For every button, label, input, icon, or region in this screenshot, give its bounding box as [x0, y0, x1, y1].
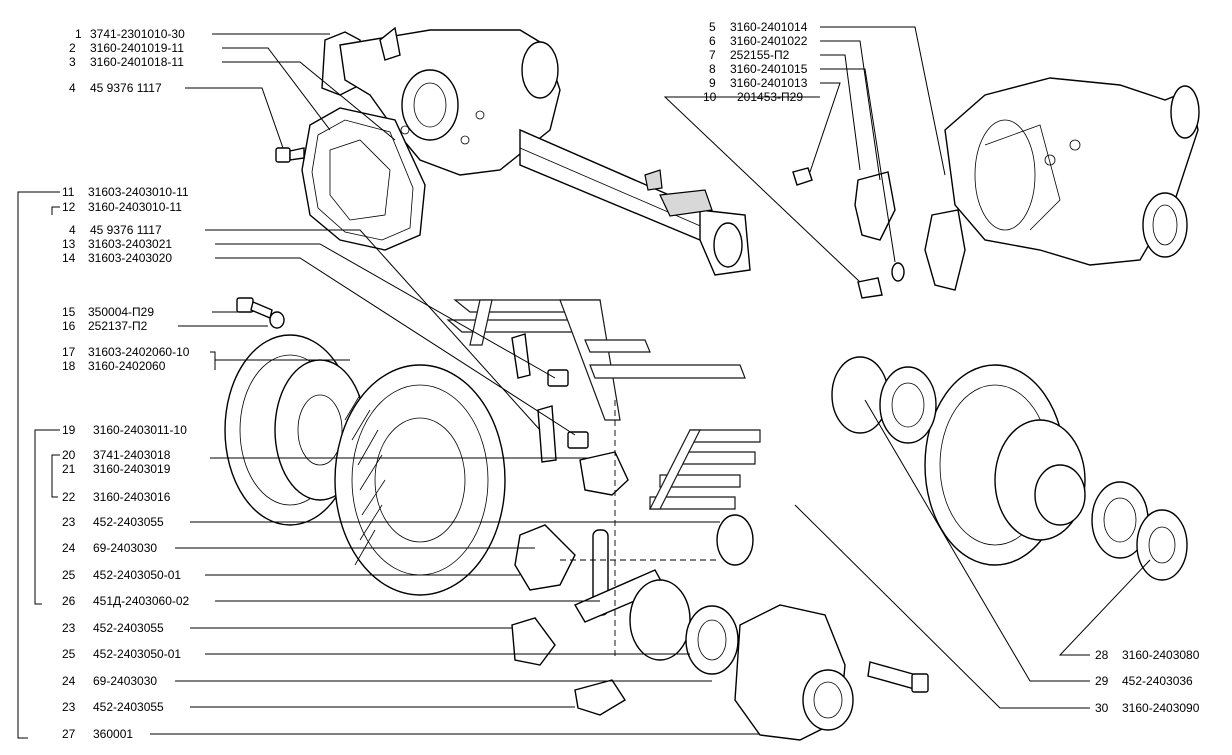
label-num: 28	[1095, 648, 1109, 662]
label-num: 5	[709, 20, 716, 34]
label-num: 23	[62, 700, 76, 714]
label-code: 252155-П2	[730, 48, 790, 62]
label-code: 3160-2401019-11	[90, 41, 184, 55]
label-code: 452-2403050-01	[93, 647, 181, 661]
label-num: 30	[1095, 701, 1109, 715]
label-code: 31603-2403020	[88, 251, 172, 265]
label-num: 4	[69, 223, 76, 237]
label-code: 3741-2301010-30	[90, 27, 185, 41]
label-num: 26	[62, 594, 76, 608]
label-num: 20	[62, 448, 76, 462]
label-code: 31603-2403010-11	[88, 185, 189, 199]
label-code: 3160-2403090	[1122, 701, 1200, 715]
label-code: 201453-П29	[737, 90, 803, 104]
label-num: 29	[1095, 674, 1109, 688]
label-code: 452-2403036	[1122, 674, 1193, 688]
label-code: 452-2403055	[93, 700, 164, 714]
label-code: 3160-2403011-10	[93, 423, 187, 437]
label-code: 452-2403055	[93, 515, 164, 529]
label-num: 4	[69, 81, 76, 95]
label-code: 360001	[93, 727, 133, 741]
label-code: 45 9376 1117	[90, 223, 162, 237]
label-num: 17	[62, 345, 76, 359]
label-num: 12	[62, 200, 76, 214]
label-num: 22	[62, 490, 76, 504]
label-num: 13	[62, 237, 76, 251]
label-code: 3160-2401013	[730, 76, 808, 90]
label-num: 23	[62, 515, 76, 529]
leader-lines	[17, 26, 1151, 739]
label-code: 69-2403030	[93, 674, 157, 688]
label-code: 3160-2403019	[93, 462, 171, 476]
label-code: 3160-2403016	[93, 490, 171, 504]
label-code: 3741-2403018	[93, 448, 171, 462]
bearing-caps	[792, 167, 966, 299]
label-num: 11	[62, 185, 75, 199]
label-num: 24	[62, 541, 76, 555]
label-code: 69-2403030	[93, 541, 157, 555]
label-code: 31603-2403021	[88, 237, 172, 251]
axle-housing	[321, 26, 751, 276]
label-num: 21	[62, 462, 76, 476]
label-num: 24	[62, 674, 76, 688]
label-num: 16	[62, 319, 76, 333]
differential-case-half	[734, 604, 929, 741]
label-code: 452-2403050-01	[93, 568, 181, 582]
label-num: 19	[62, 423, 76, 437]
label-num: 25	[62, 568, 76, 582]
label-num: 3	[69, 55, 76, 69]
assembled-differential-right	[831, 356, 1188, 581]
label-code: 3160-2401015	[730, 62, 808, 76]
label-num: 23	[62, 621, 76, 635]
label-num: 14	[62, 251, 76, 265]
label-code: 3160-2403080	[1122, 648, 1200, 662]
label-num: 2	[69, 41, 76, 55]
label-num: 8	[709, 62, 716, 76]
label-num: 10	[703, 90, 717, 104]
bolt-top	[275, 147, 305, 163]
label-num: 27	[62, 727, 76, 741]
label-num: 25	[62, 647, 76, 661]
label-num: 1	[75, 27, 82, 41]
label-code: 3160-2401022	[730, 34, 808, 48]
label-code: 3160-2403010-11	[88, 200, 182, 214]
label-code: 45 9376 1117	[90, 81, 162, 95]
right-housing	[944, 77, 1200, 266]
label-code: 350004-П29	[88, 305, 154, 319]
label-num: 9	[709, 76, 716, 90]
label-code: 452-2403055	[93, 621, 164, 635]
label-code: 3160-2401014	[730, 20, 808, 34]
label-code: 252137-П2	[88, 319, 148, 333]
differential-gears	[511, 451, 754, 716]
label-code: 3160-2401018-11	[90, 55, 184, 69]
label-num: 7	[709, 48, 716, 62]
label-code: 31603-2402060-10	[88, 345, 190, 359]
housing-cover	[301, 107, 426, 251]
watermark-logo	[446, 299, 761, 510]
ring-gear-assembly	[224, 334, 506, 596]
label-code: 3160-2402060	[88, 359, 166, 373]
label-code: 451Д-2403060-02	[93, 594, 190, 608]
callout-labels: 1 3741-2301010-30 2 3160-2401019-11 3 31…	[62, 20, 1200, 741]
label-num: 6	[709, 34, 716, 48]
label-num: 15	[62, 305, 76, 319]
label-num: 18	[62, 359, 76, 373]
